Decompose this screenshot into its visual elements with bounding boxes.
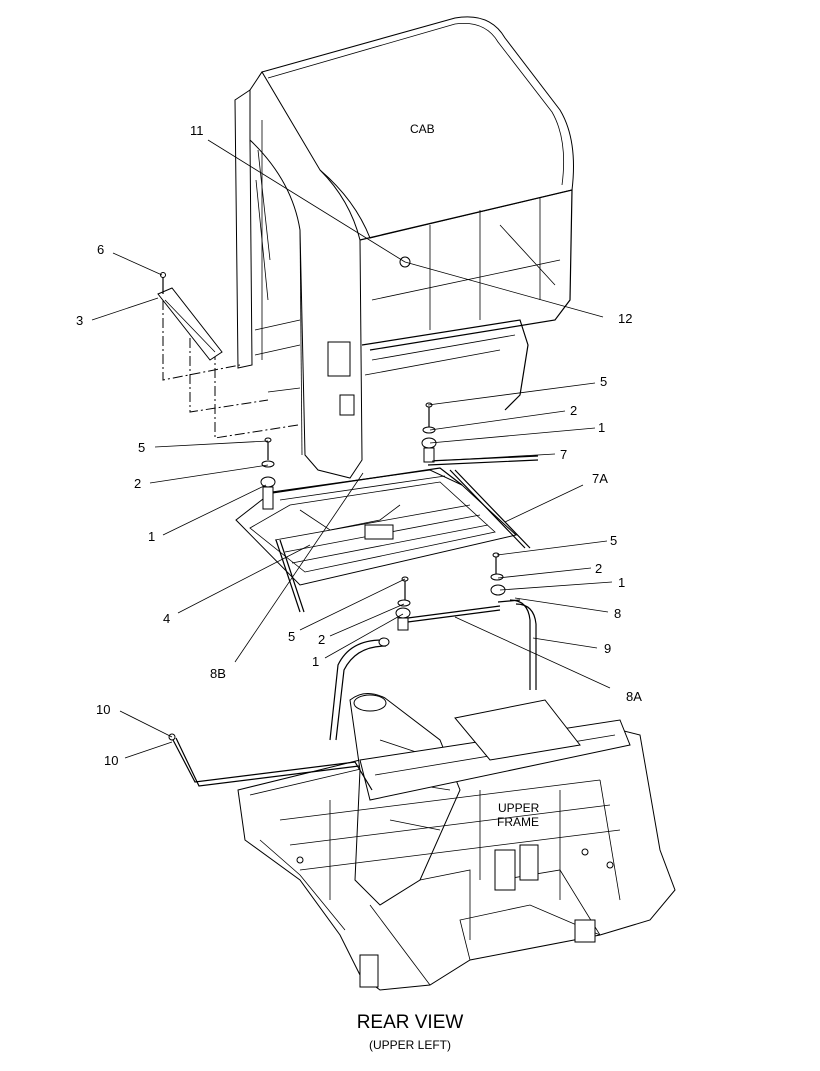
callout-5-center-lower: 5 <box>288 629 295 644</box>
bracket-plate-part-3 <box>157 272 223 361</box>
callout-1-center-lower: 1 <box>312 654 319 669</box>
floor-plate-drawing <box>235 467 518 586</box>
mount-stack-left <box>260 437 276 510</box>
callout-10-lower: 10 <box>104 753 118 768</box>
callout-8B: 8B <box>210 666 226 681</box>
cab-label: CAB <box>410 122 435 136</box>
upper-frame-drawing <box>237 693 676 991</box>
callout-1-right-lower: 1 <box>618 575 625 590</box>
callout-1-left: 1 <box>148 529 155 544</box>
callout-9: 9 <box>604 641 611 656</box>
callout-2-left: 2 <box>134 476 141 491</box>
callout-5-right-upper: 5 <box>600 374 607 389</box>
isolator-rail-parts <box>275 455 539 624</box>
callout-8A: 8A <box>626 689 642 704</box>
callout-2-center-lower: 2 <box>318 632 325 647</box>
mount-stack-right-lower <box>490 552 506 596</box>
callout-2-right-lower: 2 <box>595 561 602 576</box>
callout-labels: CAB UPPER FRAME 11 6 3 12 5 2 1 7 5 2 1 … <box>76 122 642 829</box>
callout-7A: 7A <box>592 471 608 486</box>
callout-7: 7 <box>560 447 567 462</box>
view-subtitle: (UPPER LEFT) <box>368 1038 451 1052</box>
upper-frame-label-line2: FRAME <box>497 815 539 829</box>
callout-10-upper: 10 <box>96 702 110 717</box>
rod-part-10 <box>168 733 373 791</box>
callout-8: 8 <box>614 606 621 621</box>
callout-1-right-upper: 1 <box>598 420 605 435</box>
callout-2-right-upper: 2 <box>570 403 577 418</box>
callout-12: 12 <box>618 311 632 326</box>
callout-11: 11 <box>190 123 204 138</box>
callout-4: 4 <box>163 611 170 626</box>
mount-stack-center-lower <box>395 576 411 631</box>
cab-drawing <box>234 16 574 479</box>
callout-6: 6 <box>97 242 104 257</box>
callout-5-right-lower: 5 <box>610 533 617 548</box>
leader-lines <box>91 139 613 759</box>
view-title: REAR VIEW <box>356 1012 464 1033</box>
callout-3: 3 <box>76 313 83 328</box>
callout-5-left: 5 <box>138 440 145 455</box>
hose-parts <box>329 599 537 741</box>
upper-frame-label-line1: UPPER <box>498 801 540 815</box>
mount-stack-right-upper <box>421 402 437 463</box>
cab-mount-dashed-lines <box>162 300 299 439</box>
